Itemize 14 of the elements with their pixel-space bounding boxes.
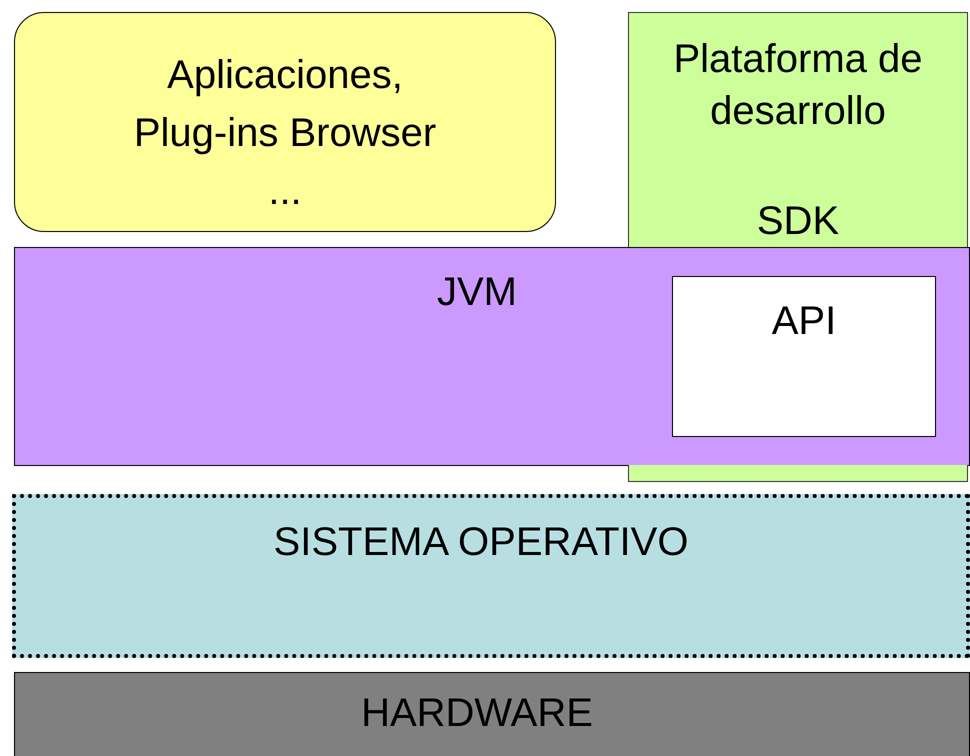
platform-box <box>628 12 968 248</box>
layer-label: JVM <box>437 269 517 316</box>
layer-label: SISTEMA OPERATIVO <box>274 519 688 566</box>
hardware-layer <box>14 672 970 756</box>
os-layer <box>12 494 970 658</box>
api-box <box>672 276 936 437</box>
platform-base <box>628 465 968 482</box>
layer-label: SDK <box>756 198 840 245</box>
layer-label: Plataforma de desarrollo <box>672 36 924 135</box>
layer-label: HARDWARE <box>361 690 593 737</box>
layer-label: API <box>772 298 836 345</box>
application-box <box>14 12 556 232</box>
jvm-layer <box>14 247 970 466</box>
layer-label: Aplicaciones, Plug-ins Browser ... <box>132 52 438 215</box>
